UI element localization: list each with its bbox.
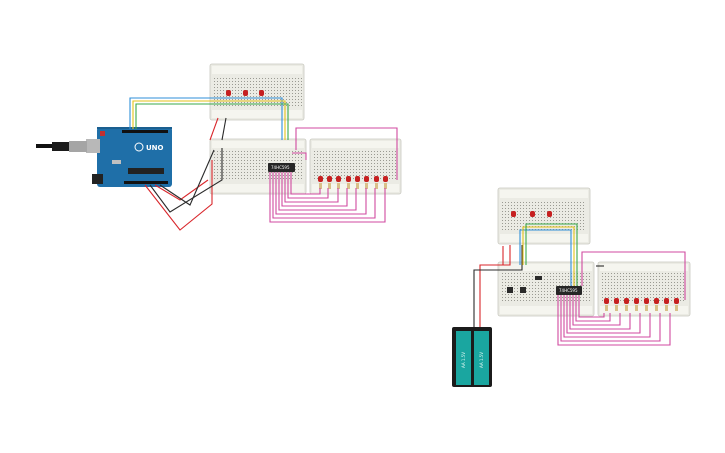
resistor	[675, 305, 678, 311]
breadboard-holes	[502, 273, 590, 301]
crystal	[112, 160, 121, 164]
led	[634, 298, 639, 304]
shift-register-chip	[556, 286, 582, 295]
resistor	[384, 183, 387, 189]
header-top	[122, 130, 168, 133]
breadboard-led-1[interactable]	[309, 138, 402, 195]
led	[654, 298, 659, 304]
led	[374, 176, 379, 182]
resistor	[655, 305, 658, 311]
led	[604, 298, 609, 304]
resistor	[625, 305, 628, 311]
led	[624, 298, 629, 304]
shift-register-chip	[268, 163, 295, 172]
led	[336, 176, 341, 182]
led	[346, 176, 351, 182]
header-bottom	[124, 181, 168, 184]
chip-label: 74HC595	[559, 288, 578, 293]
resistor	[375, 183, 378, 189]
breadboard-holes	[602, 273, 684, 301]
resistor	[328, 183, 331, 189]
resistor	[365, 183, 368, 189]
uno-logo-text: UNO	[146, 144, 164, 152]
resistor	[605, 305, 608, 311]
atmega-chip	[128, 168, 164, 174]
led	[355, 176, 360, 182]
led	[327, 176, 332, 182]
arduino-uno-board[interactable]: UNO	[86, 127, 172, 187]
wires-circuit-2	[473, 223, 686, 346]
breadboard-top-2[interactable]	[497, 187, 591, 245]
led	[364, 176, 369, 182]
led	[644, 298, 649, 304]
led-row-top-2	[511, 211, 552, 217]
breadboard-top-1[interactable]	[209, 63, 305, 121]
wires-circuit-1	[129, 97, 398, 231]
led-row-top-1	[226, 90, 264, 96]
led	[614, 298, 619, 304]
led	[383, 176, 388, 182]
led	[243, 90, 248, 96]
battery-cell-1-label: AA 1.5V	[461, 352, 466, 368]
circuit-2[interactable]: 74HC595 AA 1.5V AA 1.5V	[452, 187, 691, 387]
push-button	[520, 287, 526, 293]
led-row-2	[604, 298, 679, 311]
battery-cell-2-label: AA 1.5V	[479, 352, 484, 368]
battery-pack[interactable]: AA 1.5V AA 1.5V	[452, 327, 492, 387]
resistor	[635, 305, 638, 311]
usb-connector	[86, 139, 100, 153]
resistor	[356, 183, 359, 189]
breadboard-led-2[interactable]	[597, 261, 691, 317]
breadboard-holes	[314, 151, 396, 179]
push-button	[507, 287, 513, 293]
breadboard-main-1[interactable]: 74HC595	[209, 138, 307, 195]
resistor	[319, 183, 322, 189]
led-row-1	[318, 176, 388, 189]
led	[226, 90, 231, 96]
led	[674, 298, 679, 304]
led	[511, 211, 516, 217]
usb-cable-icon	[36, 141, 87, 152]
resistor	[665, 305, 668, 311]
reset-button	[100, 131, 105, 136]
chip-label: 74HC595	[271, 165, 290, 170]
led	[547, 211, 552, 217]
resistor	[615, 305, 618, 311]
power-jack	[92, 174, 103, 184]
breadboard-holes	[214, 78, 302, 106]
led	[259, 90, 264, 96]
circuit-1[interactable]: 74HC595 UNO	[36, 63, 402, 231]
led	[664, 298, 669, 304]
resistor	[645, 305, 648, 311]
led	[530, 211, 535, 217]
led	[318, 176, 323, 182]
resistor	[347, 183, 350, 189]
voltage-regulator	[535, 276, 542, 280]
resistor	[337, 183, 340, 189]
